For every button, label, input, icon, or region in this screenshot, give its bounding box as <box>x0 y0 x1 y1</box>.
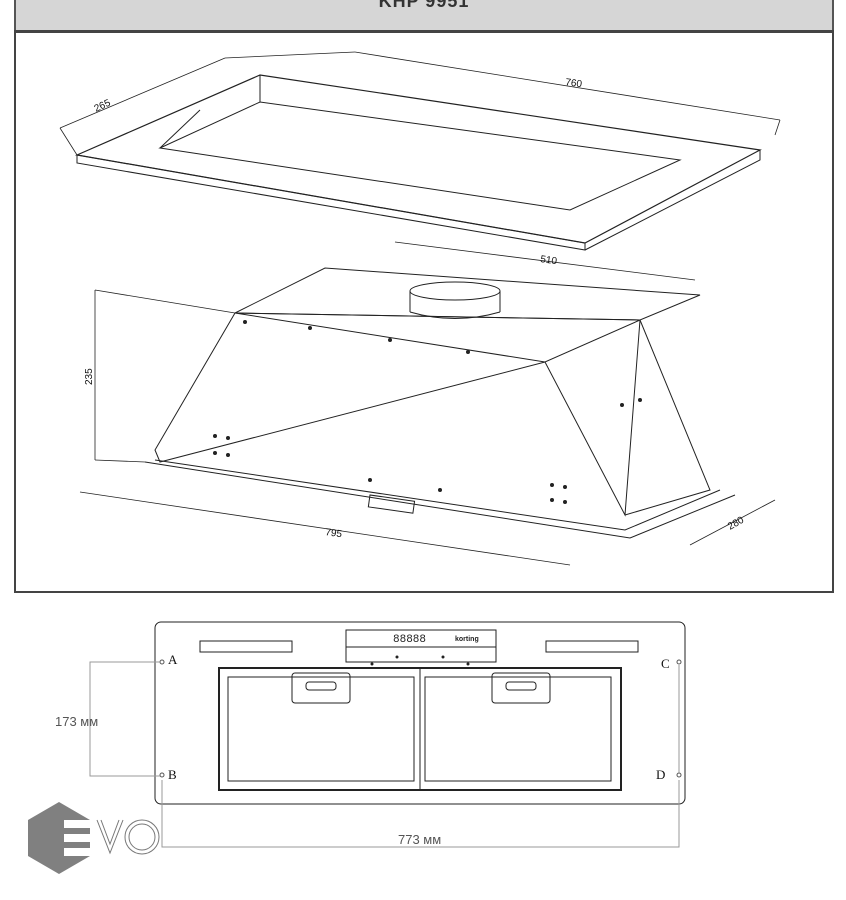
frame-dimension-lines <box>59 51 781 156</box>
cabinet-frame <box>74 74 762 251</box>
panel-dots <box>370 655 470 666</box>
evo-logo <box>28 802 160 874</box>
point-c: C <box>661 656 670 671</box>
hood-bottom-view <box>154 621 686 805</box>
dim-frame-width: 760 <box>565 77 583 90</box>
point-a: A <box>168 652 178 667</box>
brand-label: korting <box>455 636 479 643</box>
dim-frame-depth: 265 <box>93 98 113 115</box>
dim-horizontal: 773 мм <box>398 832 441 847</box>
hood-screws <box>213 320 642 504</box>
dim-vertical: 173 мм <box>55 714 98 729</box>
display-digits: 88888 <box>393 634 426 646</box>
mounting-dimension-lines <box>89 661 680 848</box>
drawing-frame <box>14 30 834 593</box>
dim-hood-height: 235 <box>84 368 95 385</box>
title-bar: KHP 9951 <box>14 0 834 30</box>
hood-dimension-lines <box>79 241 776 566</box>
point-b: B <box>168 767 177 782</box>
model-title: KHP 9951 <box>378 0 470 11</box>
point-d: D <box>656 767 665 782</box>
dim-hood-width: 795 <box>325 527 343 540</box>
dim-hood-top-width: 510 <box>540 254 558 267</box>
hood-body <box>144 267 736 539</box>
